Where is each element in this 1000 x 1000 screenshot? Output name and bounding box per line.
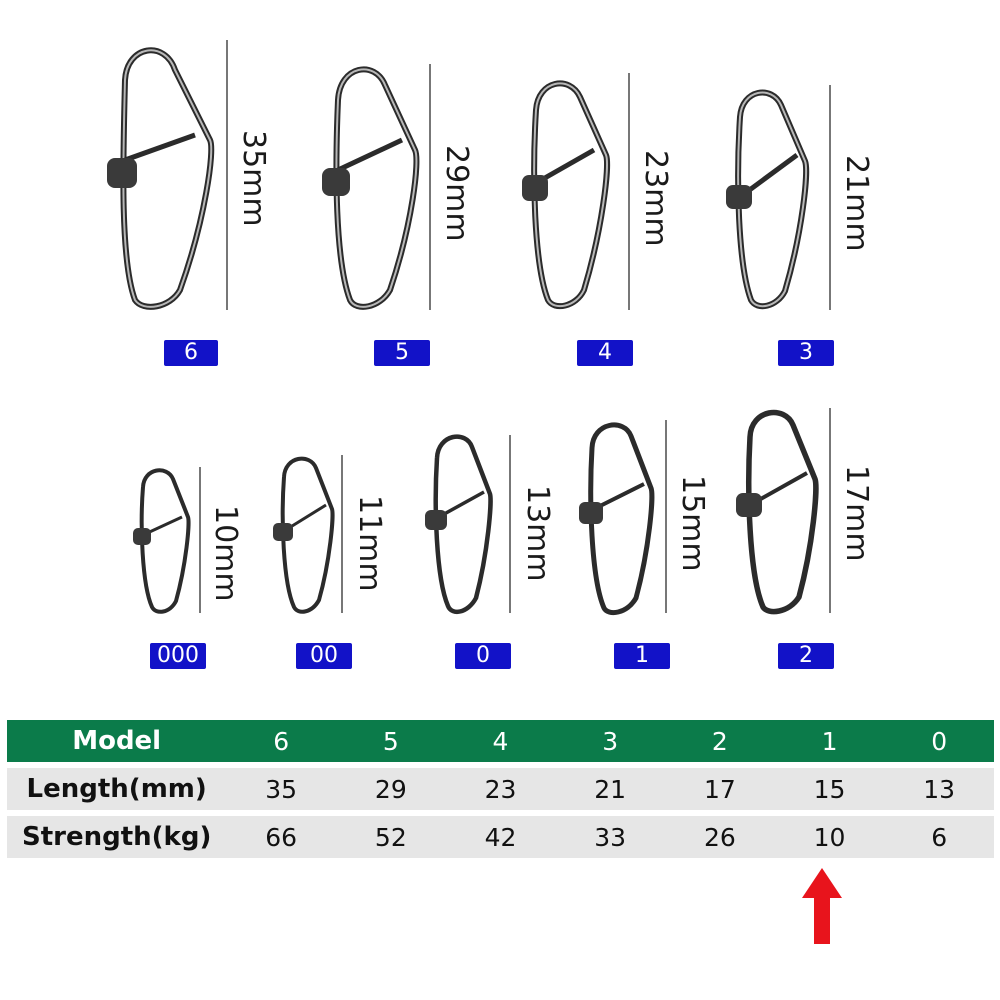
table-cell: 5 <box>382 726 399 756</box>
model-badge: 0 <box>455 643 511 669</box>
table-row: Length(mm) 35 29 23 21 17 15 13 <box>7 768 994 810</box>
size-label: 13mm <box>520 485 555 582</box>
size-label: 35mm <box>236 130 271 227</box>
table-cell: 6 <box>931 822 948 852</box>
model-badge: 00 <box>296 643 352 669</box>
snap-icon <box>107 47 215 310</box>
table-header-row: Model 6 5 4 3 2 1 0 <box>7 720 994 762</box>
model-badge: 1 <box>614 643 670 669</box>
table-cell: 29 <box>374 774 407 804</box>
table-cell: 3 <box>602 726 619 756</box>
size-label: 10mm <box>208 505 243 602</box>
table-cell: 21 <box>594 774 627 804</box>
table-cell: 13 <box>923 774 956 804</box>
size-label: 29mm <box>439 145 474 242</box>
model-badge: 3 <box>778 340 834 366</box>
table-cell: 10 <box>813 822 846 852</box>
table-cell: 26 <box>703 822 736 852</box>
size-label: 11mm <box>352 495 387 592</box>
model-badge: 5 <box>374 340 430 366</box>
table-row: Strength(kg) 66 52 42 33 26 10 6 <box>7 816 994 858</box>
size-label: 21mm <box>839 155 874 252</box>
snap-icon <box>133 468 191 614</box>
model-badge: 2 <box>778 643 834 669</box>
table-cell: 33 <box>594 822 627 852</box>
snap-icon <box>425 434 493 615</box>
row-label: Length(mm) <box>26 774 207 804</box>
table-cell: 1 <box>821 726 838 756</box>
snap-icon <box>522 80 611 310</box>
table-cell: 4 <box>492 726 509 756</box>
size-label: 15mm <box>675 475 710 572</box>
table-cell: 17 <box>703 774 736 804</box>
table-cell: 35 <box>265 774 298 804</box>
row-label: Strength(kg) <box>21 822 212 852</box>
size-label: 17mm <box>839 465 874 562</box>
red-up-arrow-icon <box>802 868 842 944</box>
size-label: 23mm <box>638 150 673 247</box>
table-cell: 42 <box>484 822 517 852</box>
snap-icon <box>726 89 810 310</box>
table-cell: 52 <box>374 822 407 852</box>
model-badge: 6 <box>164 340 218 366</box>
model-badge: 000 <box>150 643 206 669</box>
model-badge: 4 <box>577 340 633 366</box>
snap-icon <box>736 409 819 615</box>
table-cell: 66 <box>265 822 298 852</box>
table-cell: 2 <box>711 726 728 756</box>
snap-icon <box>322 66 420 310</box>
table-header-label: Model <box>72 726 162 756</box>
table-cell: 0 <box>931 726 948 756</box>
snap-icon <box>273 456 335 614</box>
table-cell: 23 <box>484 774 517 804</box>
table-cell: 6 <box>273 726 290 756</box>
snap-icon <box>579 422 655 616</box>
table-cell: 15 <box>813 774 846 804</box>
